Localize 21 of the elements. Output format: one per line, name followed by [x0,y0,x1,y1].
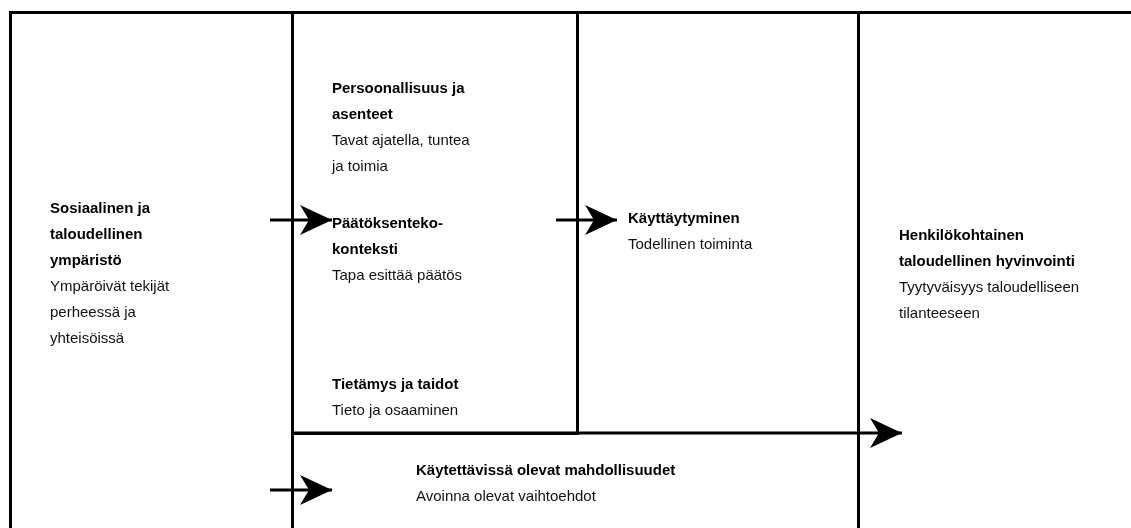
factor-description: Tieto ja osaaminen [332,400,460,420]
factor-heading: Persoonallisuus ja asenteet [332,78,466,124]
factor-heading: Tietämys ja taidot [332,374,460,394]
factor-heading: Käytettävissä olevat mahdollisuudet [416,460,677,480]
arrow [270,205,332,235]
factor-description: Tyytyväisyys taloudelliseen tilanteeseen [899,277,1081,323]
factor-description: Ympäröivät tekijät perheessä ja yhteisöissä [50,276,171,348]
arrow [556,205,617,235]
column-panel [291,432,860,528]
factor-description: Tavat ajatella, tuntea ja toimia [332,130,471,176]
factor-heading: Henkilökohtainen taloudellinen hyvinvointi [899,225,1076,271]
column-panel [576,11,860,435]
factor-heading: Päätöksenteko-konteksti [332,213,444,259]
factor-description: Tapa esittää päätös [332,265,464,285]
factor-heading: Käyttäytyminen [628,208,741,228]
factor-description: Avoinna olevat vaihtoehdot [416,486,597,506]
column-panel [9,11,293,528]
column-panel [291,11,579,435]
factor-heading: Sosiaalinen ja taloudellinen ympäristö [50,198,152,270]
factor-description: Todellinen toiminta [628,234,754,254]
arrow [270,475,332,505]
